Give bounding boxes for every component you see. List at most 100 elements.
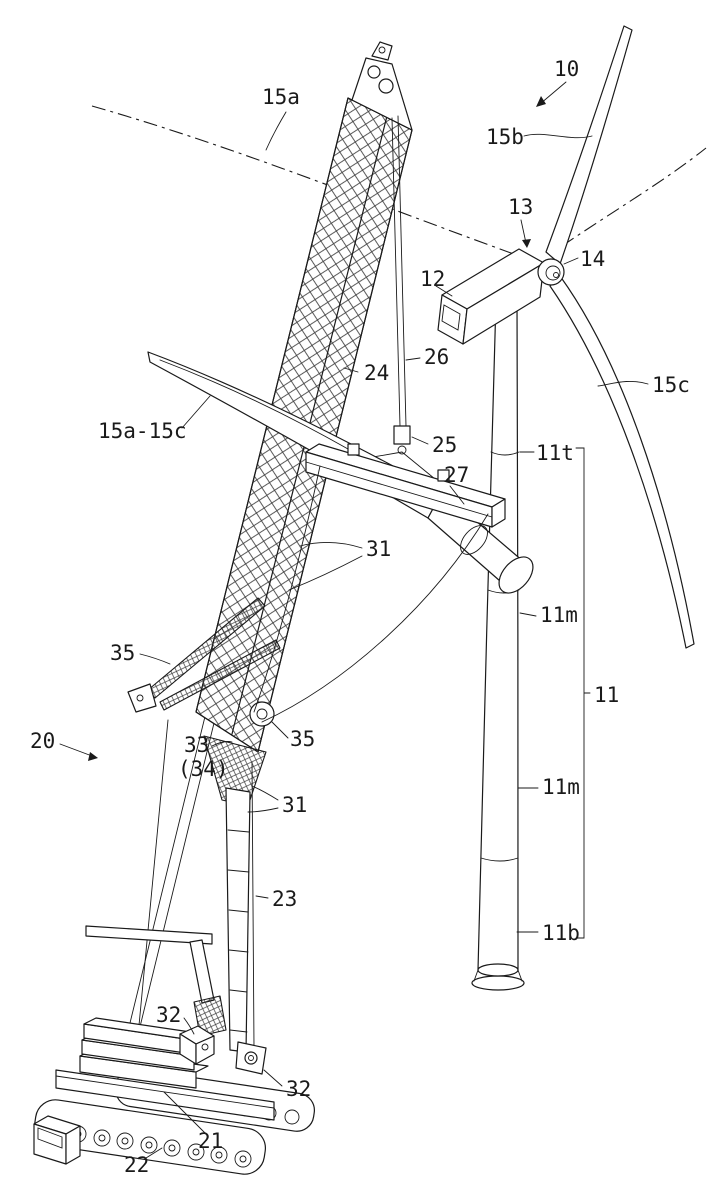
guide-roller-hub <box>256 708 268 720</box>
arrow-20-head <box>88 752 98 761</box>
leader-15c <box>597 381 649 387</box>
arrow-13-line <box>520 219 527 244</box>
label-33: 33 <box>184 733 209 757</box>
boom-tip-pin <box>378 46 386 54</box>
label-25: 25 <box>432 433 457 457</box>
label-12: 12 <box>420 267 445 291</box>
boom-tip-bracket <box>371 41 393 61</box>
label-11: 11 <box>594 683 619 707</box>
label-34: (34) <box>178 757 229 781</box>
leader-31b-2 <box>247 807 279 813</box>
label-10: 10 <box>554 57 579 81</box>
reference-labels: 10 15a 15b 13 14 12 26 24 15c 15a-15c 25… <box>30 57 690 1177</box>
leader-lines <box>139 111 649 1159</box>
blade-15b <box>545 25 633 265</box>
strut-end-plate <box>127 683 157 713</box>
leader-26 <box>405 357 421 361</box>
leader-24 <box>343 367 359 373</box>
leader-11m1 <box>519 612 537 617</box>
lower-boom-rungs <box>227 829 250 1033</box>
label-27: 27 <box>444 463 469 487</box>
tower-column <box>477 299 519 971</box>
label-21: 21 <box>198 1129 223 1153</box>
arrow-10-line <box>539 81 567 105</box>
arrow-20-line <box>59 743 93 757</box>
label-15c: 15c <box>652 373 690 397</box>
crane <box>85 41 413 1079</box>
hook-ring <box>397 445 407 455</box>
side-beam <box>85 925 213 945</box>
leader-33 <box>211 741 233 747</box>
nacelle-and-hub <box>437 248 565 345</box>
leader-32b <box>263 1069 283 1087</box>
label-15b: 15b <box>486 125 524 149</box>
beam-lug-right <box>437 469 450 482</box>
turbine-tower <box>471 299 525 991</box>
label-22: 22 <box>124 1153 149 1177</box>
hanging-block <box>193 995 227 1037</box>
beam-lug-left <box>347 443 360 456</box>
leader-22 <box>145 1147 163 1159</box>
winch-drum <box>201 1043 209 1051</box>
sling-rope-left <box>253 465 321 713</box>
label-31-lower: 31 <box>282 793 307 817</box>
leader-27 <box>449 485 465 505</box>
leader-15a-15c <box>181 395 211 429</box>
cab-side-face <box>65 1125 81 1165</box>
label-11b: 11b <box>542 921 580 945</box>
leader-31a-2 <box>288 555 363 591</box>
hoist-rope-23 <box>251 761 255 1049</box>
leader-25 <box>411 436 429 445</box>
leader-15b <box>523 133 593 139</box>
label-24: 24 <box>364 361 389 385</box>
tower-base-flange <box>471 975 525 991</box>
label-11m-1: 11m <box>540 603 578 627</box>
label-15a: 15a <box>262 85 300 109</box>
tower-height-bracket <box>575 447 591 939</box>
label-14: 14 <box>580 247 605 271</box>
beam-end-face <box>491 498 506 528</box>
label-35-left: 35 <box>110 641 135 665</box>
carrier-deck-edge <box>55 1075 275 1109</box>
blade-15c <box>549 275 695 649</box>
hub-inner <box>545 265 561 281</box>
spinner-nose <box>553 272 559 278</box>
boom-head-sheave-2 <box>378 78 394 94</box>
beam-detail-line <box>305 461 493 518</box>
phantom-blade-arc-left <box>91 105 537 263</box>
nacelle-front-panel <box>441 304 461 331</box>
label-23: 23 <box>272 887 297 911</box>
label-20: 20 <box>30 729 55 753</box>
nacelle-side-face <box>462 262 545 345</box>
label-32-lower: 32 <box>286 1077 311 1101</box>
phantom-blade-lines <box>91 105 707 263</box>
leader-35a <box>139 653 171 665</box>
strut-end-pin <box>136 694 144 702</box>
arrow-13-head <box>522 239 531 248</box>
sling-rope-right <box>261 513 489 723</box>
leader-23 <box>255 895 269 899</box>
leader-31a-1 <box>299 542 363 549</box>
hook-block-25 <box>393 425 411 445</box>
leader-31b-1 <box>251 785 279 801</box>
operator-cab <box>33 1115 81 1165</box>
blade-root-ring <box>460 525 488 555</box>
carrier-deck <box>55 1069 275 1121</box>
label-31-upper: 31 <box>366 537 391 561</box>
hoist-system <box>355 115 447 489</box>
arrow-10-head <box>536 96 546 107</box>
leader-15a <box>265 111 287 151</box>
label-15a-15c: 15a-15c <box>98 419 187 443</box>
blade-root-end-cap <box>498 556 534 594</box>
tower-base-sides <box>473 969 523 982</box>
wind-turbine-blades <box>545 25 695 649</box>
rear-hoist-ropes <box>133 719 169 1079</box>
side-beam-prop <box>189 939 215 1004</box>
phantom-blade-arc-right <box>561 147 707 247</box>
label-35-right: 35 <box>290 727 315 751</box>
counterweight-stack <box>79 1017 209 1089</box>
boom-foot-pivot <box>244 1051 258 1065</box>
cab-window <box>37 1127 63 1149</box>
label-11t: 11t <box>536 441 574 465</box>
label-13: 13 <box>508 195 533 219</box>
